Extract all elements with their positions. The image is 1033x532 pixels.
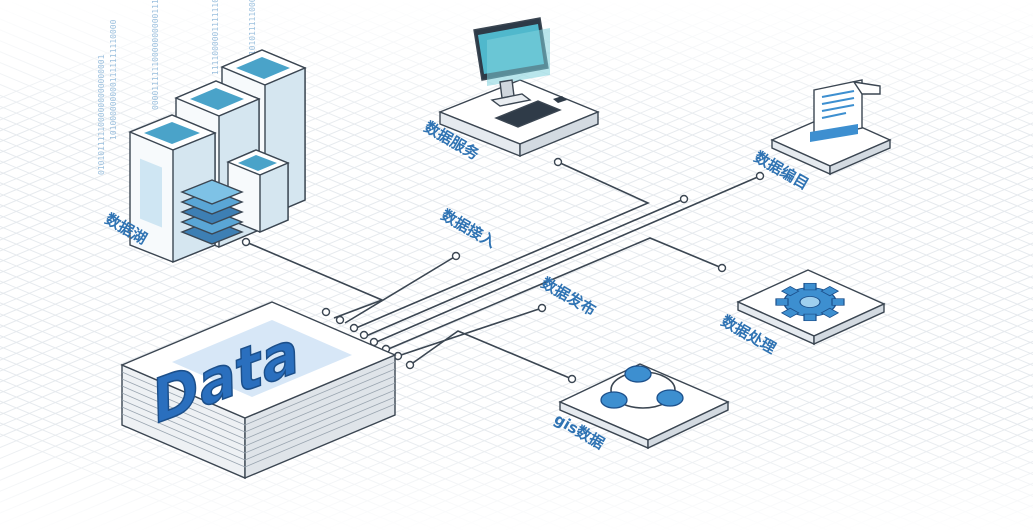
wire-data-catalog bbox=[373, 175, 761, 344]
binary-text-5: 0101011111000000000000001 bbox=[248, 0, 257, 60]
wire-data-service bbox=[355, 161, 650, 329]
disk-stack bbox=[180, 179, 244, 245]
keyboard-icon bbox=[494, 100, 562, 128]
connection-lines bbox=[245, 161, 761, 380]
server-cluster bbox=[128, 49, 307, 264]
binary-text-1: 0101011111000000000000001 bbox=[97, 54, 106, 175]
binary-text-2: 1010000000001111111110000 bbox=[109, 19, 118, 140]
wire-data-publish bbox=[397, 307, 543, 357]
binary-stream: 0101011111000000000000001 10100000000011… bbox=[97, 0, 257, 175]
wire-short bbox=[365, 198, 685, 337]
document-platform bbox=[770, 79, 892, 176]
wire-gis bbox=[409, 330, 573, 380]
processing-platform bbox=[736, 269, 886, 346]
gear-icon bbox=[775, 282, 845, 322]
gis-platform bbox=[558, 363, 730, 450]
network-icon bbox=[600, 365, 684, 409]
binary-text-3: 0000111111000000000011111 bbox=[151, 0, 160, 110]
connection-dots bbox=[241, 157, 765, 384]
data-core-stack: Data bbox=[120, 301, 397, 480]
wire-data-access bbox=[344, 255, 457, 324]
computer-platform bbox=[438, 17, 600, 158]
wire-data-processing bbox=[385, 237, 723, 351]
binary-text-4: 1111000001111110000000000 bbox=[211, 0, 220, 75]
